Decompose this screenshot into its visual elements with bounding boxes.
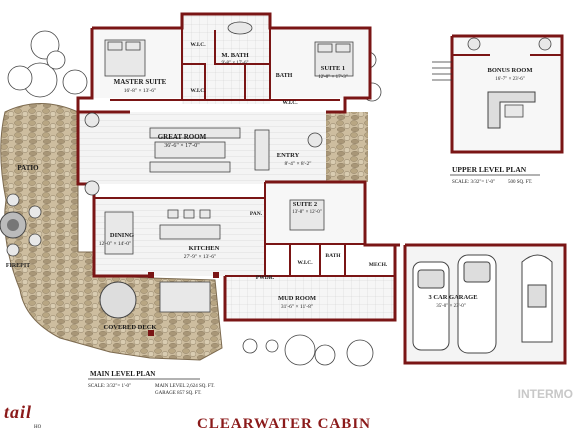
room-covered-deck: COVERED DECK	[104, 324, 157, 331]
upper-level-scale: SCALE: 3/32"= 1'-0"	[452, 180, 495, 185]
room-garage: 3 CAR GARAGE	[428, 294, 477, 301]
room-bath-suite2: BATH	[325, 253, 341, 259]
main-house	[76, 12, 400, 336]
room-labels: MASTER SUITE 16'-8" × 13'-6" M. BATH 9'-…	[6, 42, 533, 331]
room-pantry: PAN.	[250, 211, 263, 217]
logo-text: tail	[4, 402, 32, 422]
room-m-bath-dims: 9'-8" × 17'-6"	[221, 61, 248, 66]
room-dining-dims: 12'-0" × 14'-0"	[99, 241, 132, 247]
furniture	[0, 21, 354, 319]
room-wic-top: W.I.C.	[190, 42, 206, 48]
plan-titles: UPPER LEVEL PLAN SCALE: 3/32"= 1'-0" 500…	[4, 165, 573, 432]
room-master-suite: MASTER SUITE	[114, 78, 167, 86]
room-suite1-dims: 12'-0" × 17'-3"	[318, 75, 348, 80]
room-wic-suite2: W.I.C.	[297, 260, 313, 266]
room-bath-top: BATH	[276, 73, 293, 79]
room-patio: PATIO	[17, 164, 39, 172]
upper-level-area: 500 SQ. FT.	[508, 180, 532, 185]
room-suite1: SUITE 1	[321, 65, 345, 72]
room-entry-dims: 8'-4" × 8'-2"	[285, 161, 312, 167]
room-bonus-room-dims: 16'-7" × 23'-6"	[495, 77, 525, 82]
room-mech: MECH.	[369, 262, 388, 268]
room-kitchen-dims: 27'-9" × 13'-6"	[184, 254, 217, 260]
room-entry: ENTRY	[277, 152, 300, 159]
garage-area: GARAGE 857 SQ. FT.	[155, 391, 201, 396]
room-powder: PWDR.	[256, 275, 275, 281]
room-garage-dims: 35'-0" × 23'-0"	[436, 304, 466, 309]
logo-sub: HO	[34, 425, 42, 430]
main-level-area: MAIN LEVEL 2,624 SQ. FT.	[155, 384, 215, 389]
room-mud-room-dims: 31'-6" × 11'-8"	[281, 304, 313, 310]
room-m-bath: M. BATH	[221, 52, 248, 59]
room-wic-suite1: W.I.C.	[282, 100, 298, 106]
room-firepit: FIREPIT	[6, 263, 30, 269]
room-kitchen: KITCHEN	[189, 245, 220, 252]
stone-terrace	[326, 112, 368, 182]
room-mud-room: MUD ROOM	[278, 295, 316, 302]
project-title: CLEARWATER CABIN	[197, 416, 371, 432]
room-bonus-room: BONUS ROOM	[488, 67, 533, 74]
room-suite2: SUITE 2	[293, 201, 317, 208]
landscape-trees	[7, 30, 382, 367]
watermark: INTERMO	[518, 387, 573, 401]
room-suite2-dims: 13'-8" × 12'-0"	[292, 210, 322, 215]
upper-level	[432, 34, 564, 154]
room-dining: DINING	[110, 232, 134, 239]
main-level-scale: SCALE: 3/32"= 1'-0"	[88, 384, 131, 389]
room-master-suite-dims: 16'-8" × 13'-6"	[124, 88, 157, 94]
room-wic-master: W.I.C.	[190, 88, 206, 94]
garage	[403, 243, 567, 365]
room-great-room-dims: 36'-6" × 17'-0"	[164, 143, 200, 149]
room-great-room: GREAT ROOM	[158, 133, 207, 141]
main-level-title: MAIN LEVEL PLAN	[90, 370, 155, 378]
upper-level-title: UPPER LEVEL PLAN	[452, 165, 527, 174]
